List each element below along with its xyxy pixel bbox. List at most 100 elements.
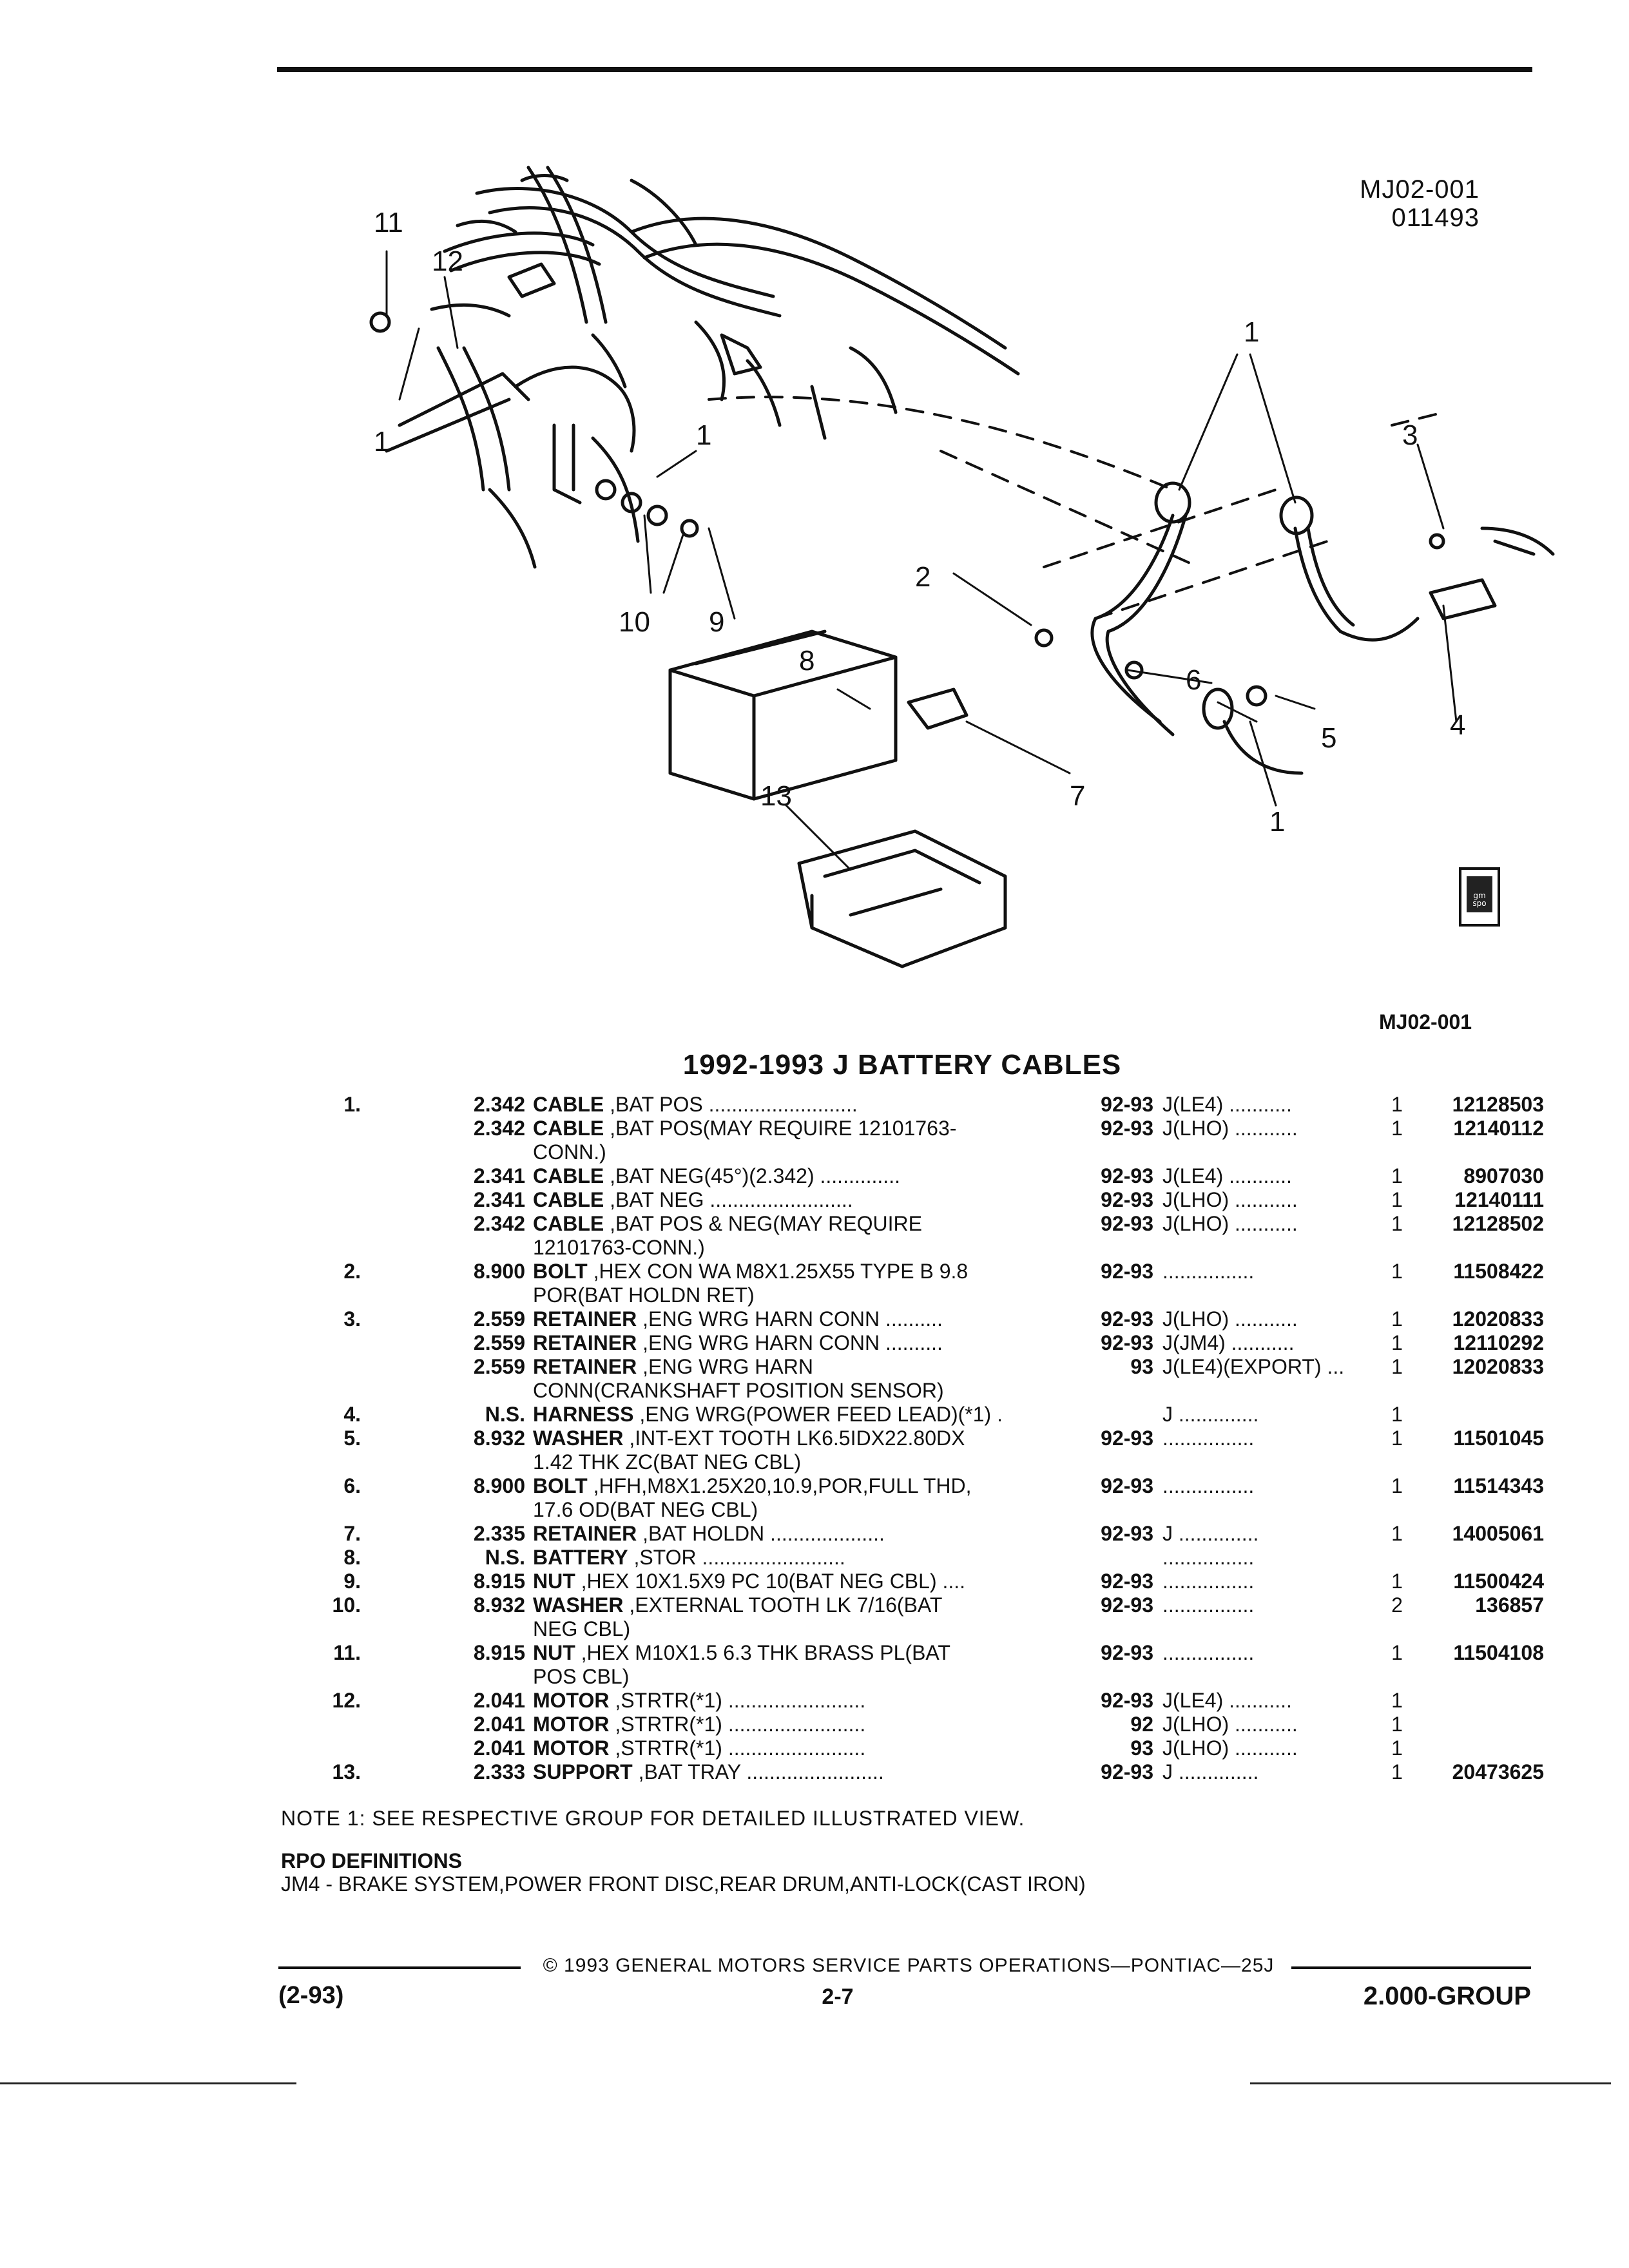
part-detail: ,ENG WRG HARN CONN .......... <box>637 1331 943 1354</box>
model-years: 92-93 <box>1101 1188 1153 1211</box>
part-detail: ,ENG WRG HARN CONN .......... <box>637 1307 943 1331</box>
figure-id: MJ02-001 <box>1360 175 1480 204</box>
group-number: 2.342 <box>473 1212 525 1235</box>
parts-row: 9. 8.915 NUT ,HEX 10X1.5X9 PC 10(BAT NEG C… <box>309 1570 1544 1593</box>
item-number <box>309 1736 361 1760</box>
quantity: 1 <box>1391 1188 1403 1211</box>
model-codes: J(LHO) ........... <box>1162 1212 1298 1235</box>
callout-1-left: 1 <box>374 426 389 457</box>
model-years: 92-93 <box>1101 1307 1153 1331</box>
part-name: RETAINER <box>533 1355 637 1378</box>
part-detail: ,BAT POS(MAY REQUIRE 12101763- <box>604 1117 957 1140</box>
figure-reference-id: MJ02-001 <box>1379 1010 1472 1033</box>
figure-callouts: 11 12 1 1 10 9 1 2 8 3 6 5 4 1 7 13 <box>374 207 1465 838</box>
model-codes: J .............. <box>1162 1403 1259 1426</box>
rpo-heading: RPO DEFINITIONS <box>281 1849 462 1872</box>
model-years: 92 <box>1130 1713 1153 1736</box>
group-number: 2.041 <box>473 1689 525 1712</box>
part-number: 11504108 <box>1453 1641 1544 1664</box>
item-number: 2. <box>343 1260 361 1283</box>
model-years: 92-93 <box>1101 1593 1153 1617</box>
part-name: CABLE <box>533 1117 604 1140</box>
part-detail-continued: CONN.) <box>533 1140 606 1164</box>
part-number <box>1412 1713 1544 1736</box>
parts-row: 8.N.S.BATTERY ,STOR ....................… <box>309 1546 1544 1570</box>
quantity: 1 <box>1391 1570 1403 1593</box>
group-number: 2.333 <box>473 1760 525 1783</box>
model-codes: ................ <box>1162 1593 1255 1617</box>
model-codes: J(LE4) ........... <box>1162 1093 1292 1116</box>
part-detail: ,HEX M10X1.5 6.3 THK BRASS PL(BAT <box>575 1641 950 1664</box>
model-codes: ................ <box>1162 1641 1255 1664</box>
model-codes: ................ <box>1162 1570 1255 1593</box>
item-number: 4. <box>343 1403 361 1426</box>
battery-cables-illustration: 11 12 1 1 10 9 1 2 8 3 6 5 4 1 7 13 <box>369 166 1555 968</box>
group-number: 8.900 <box>473 1260 525 1283</box>
item-number: 6. <box>343 1474 361 1497</box>
footer-page-number: 2-7 <box>822 1984 854 2009</box>
part-number: 14005061 <box>1452 1522 1544 1545</box>
quantity: 1 <box>1391 1260 1403 1283</box>
parts-table: 1. 2.342 CABLE ,BAT POS ..................… <box>309 1093 1544 1784</box>
callout-13: 13 <box>760 780 792 812</box>
part-description: CABLE ,BAT POS .........................… <box>533 1093 1070 1117</box>
callout-2: 2 <box>915 561 930 593</box>
part-name: WASHER <box>533 1593 624 1617</box>
model-codes: J(JM4) ........... <box>1162 1331 1295 1354</box>
item-number: 7. <box>343 1522 361 1545</box>
callout-11: 11 <box>374 207 403 238</box>
model-codes: J .............. <box>1162 1760 1259 1783</box>
quantity: 1 <box>1391 1164 1403 1187</box>
callout-10: 10 <box>619 606 650 638</box>
callout-5: 5 <box>1321 722 1336 754</box>
part-number: 11508422 <box>1453 1260 1544 1283</box>
part-description: CABLE ,BAT NEG ......................... <box>533 1188 1070 1212</box>
model-codes: J(LHO) ........... <box>1162 1713 1298 1736</box>
quantity: 1 <box>1391 1474 1403 1497</box>
model-codes: J(LHO) ........... <box>1162 1188 1298 1211</box>
figure-date-code: 011493 <box>1391 204 1480 232</box>
group-number: 8.915 <box>473 1570 525 1593</box>
item-number: 1. <box>343 1093 361 1116</box>
footer-date-code: (2-93) <box>278 1982 344 2009</box>
callout-7: 7 <box>1070 780 1085 812</box>
group-number: 2.559 <box>473 1355 525 1378</box>
callout-12: 12 <box>432 245 463 277</box>
group-number: 2.342 <box>473 1117 525 1140</box>
part-name: NUT <box>533 1570 575 1593</box>
gm-spo-icon: gm spo <box>1459 867 1500 927</box>
item-number: 9. <box>343 1570 361 1593</box>
part-name: MOTOR <box>533 1713 610 1736</box>
model-years: 92-93 <box>1101 1212 1153 1235</box>
part-number <box>1412 1546 1544 1570</box>
item-number <box>309 1117 361 1164</box>
part-number: 8907030 <box>1463 1164 1544 1187</box>
part-detail: ,EXTERNAL TOOTH LK 7/16(BAT <box>623 1593 943 1617</box>
part-number: 12020833 <box>1452 1355 1544 1378</box>
quantity: 1 <box>1391 1093 1403 1116</box>
part-detail: ,BAT NEG ......................... <box>604 1188 853 1211</box>
part-description: RETAINER ,BAT HOLDN .................... <box>533 1522 1070 1546</box>
part-detail: ,HEX 10X1.5X9 PC 10(BAT NEG CBL) .... <box>575 1570 966 1593</box>
parts-row: 4.N.S.HARNESS ,ENG WRG(POWER FEED LEAD)(… <box>309 1403 1544 1427</box>
item-number: 8. <box>343 1546 361 1569</box>
model-codes: ................ <box>1162 1474 1255 1497</box>
battery-drawing <box>668 629 898 801</box>
part-detail-continued: POR(BAT HOLDN RET) <box>533 1283 755 1307</box>
callout-1-bottom: 1 <box>1269 806 1285 838</box>
quantity: 1 <box>1391 1713 1403 1736</box>
model-years: 93 <box>1130 1355 1153 1378</box>
quantity: 1 <box>1391 1307 1403 1331</box>
top-rule <box>277 67 1532 72</box>
part-detail: ,STRTR(*1) ........................ <box>609 1689 866 1712</box>
part-detail-continued: CONN(CRANKSHAFT POSITION SENSOR) <box>533 1379 944 1402</box>
